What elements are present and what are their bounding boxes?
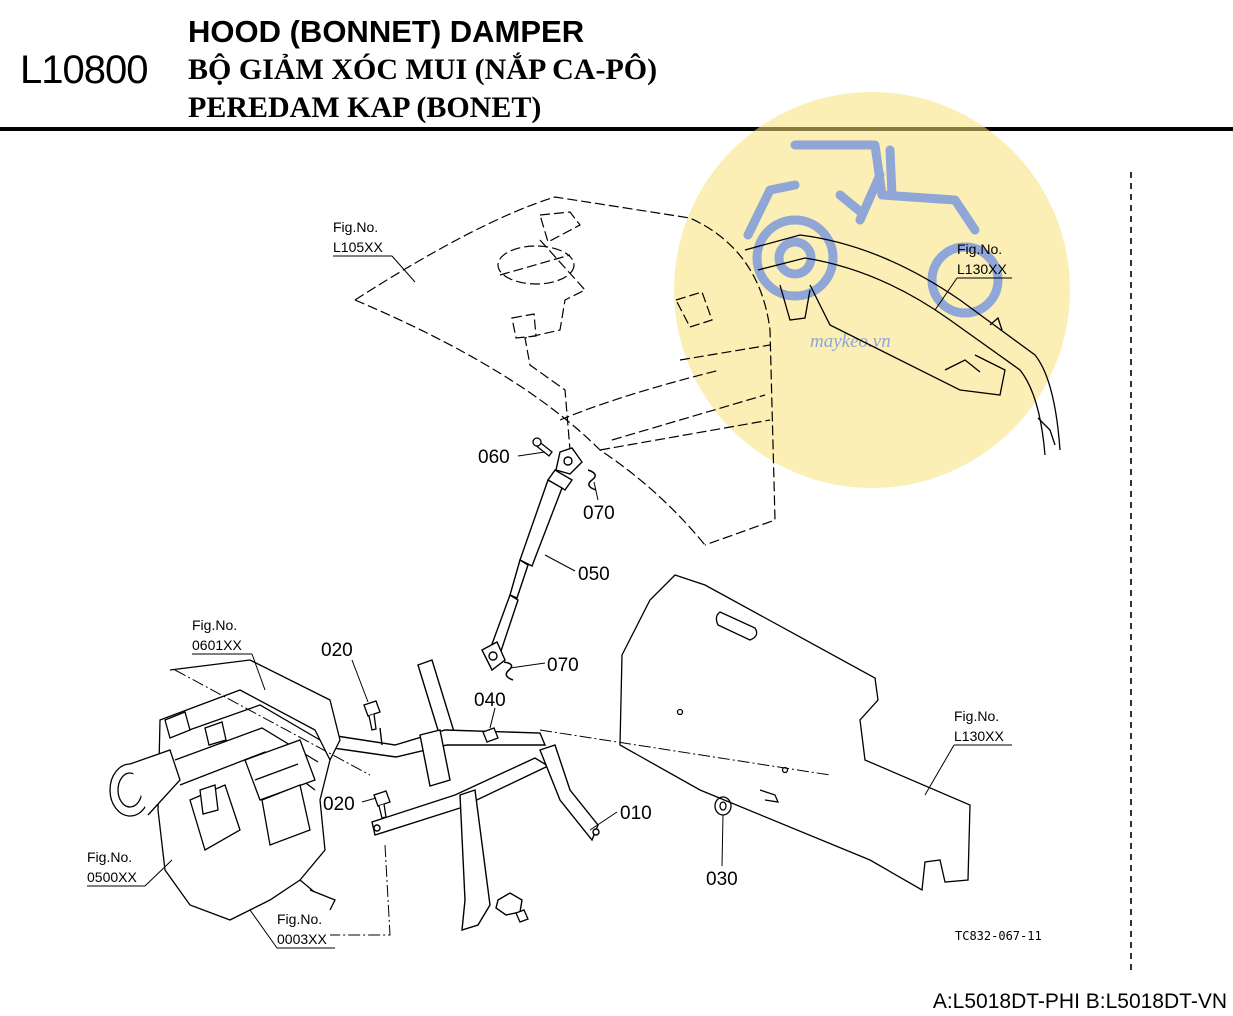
drawing-code: TC832-067-11: [955, 929, 1042, 943]
fig-ref-caption: Fig.No.: [87, 849, 132, 865]
part-label-020: 020: [323, 794, 355, 815]
watermark: maykeo.vn: [674, 92, 1070, 488]
hinge-pin: [532, 437, 553, 457]
page-code: L10800: [20, 48, 148, 92]
watermark-text: maykeo.vn: [810, 331, 891, 352]
fig-ref-caption: Fig.No.: [333, 219, 378, 235]
fig-ref-caption: Fig.No.: [954, 708, 999, 724]
fig-ref-0500xx: Fig.No. 0500XX: [87, 849, 173, 887]
tractor-logo-icon: [743, 140, 1003, 318]
damper-bracket: [329, 659, 600, 931]
part-label-050: 050: [578, 564, 610, 585]
hood-outline: [354, 196, 776, 546]
leader-lines: [174, 669, 831, 936]
title-english: HOOD (BONNET) DAMPER: [188, 14, 585, 49]
fig-ref-caption: Fig.No.: [277, 911, 322, 927]
part-callouts: [351, 451, 724, 867]
part-label-060: 060: [478, 447, 510, 468]
part-label-010: 010: [620, 803, 652, 824]
title-vietnamese: BỘ GIẢM XÓC MUI (NẮP CA-PÔ): [188, 53, 658, 86]
part-label-020: 020: [321, 640, 353, 661]
fig-ref-code: L105XX: [333, 239, 383, 255]
fig-ref-caption: Fig.No.: [957, 241, 1002, 257]
snap-clips: [503, 469, 597, 681]
title-indonesian: PEREDAM KAP (BONET): [188, 91, 542, 124]
part-label-070: 070: [583, 503, 615, 524]
engine-assembly: [109, 659, 341, 921]
part-label-070: 070: [547, 655, 579, 676]
fig-ref-code: 0003XX: [277, 931, 327, 947]
fig-ref-code: L130XX: [957, 261, 1007, 277]
fig-ref-0003xx: Fig.No. 0003XX: [249, 909, 335, 949]
fig-ref-code: 0601XX: [192, 637, 242, 653]
fig-ref-l130xx-top: Fig.No. L130XX: [934, 241, 1012, 311]
model-applicability: A:L5018DT-PHI B:L5018DT-VN: [932, 990, 1227, 1013]
fig-ref-code: 0500XX: [87, 869, 137, 885]
side-cover: [619, 574, 971, 892]
fig-ref-l130xx-side: Fig.No. L130XX: [924, 708, 1012, 796]
fig-ref-0601xx: Fig.No. 0601XX: [192, 617, 266, 691]
part-label-040: 040: [474, 690, 506, 711]
fender-panel: [744, 234, 1061, 456]
gas-damper: [481, 447, 583, 672]
bolts: [363, 700, 529, 923]
fig-ref-l105xx: Fig.No. L105XX: [333, 219, 416, 283]
fig-ref-caption: Fig.No.: [192, 617, 237, 633]
fig-ref-code: L130XX: [954, 728, 1004, 744]
part-label-030: 030: [706, 869, 738, 890]
header-rule: [0, 127, 1233, 131]
